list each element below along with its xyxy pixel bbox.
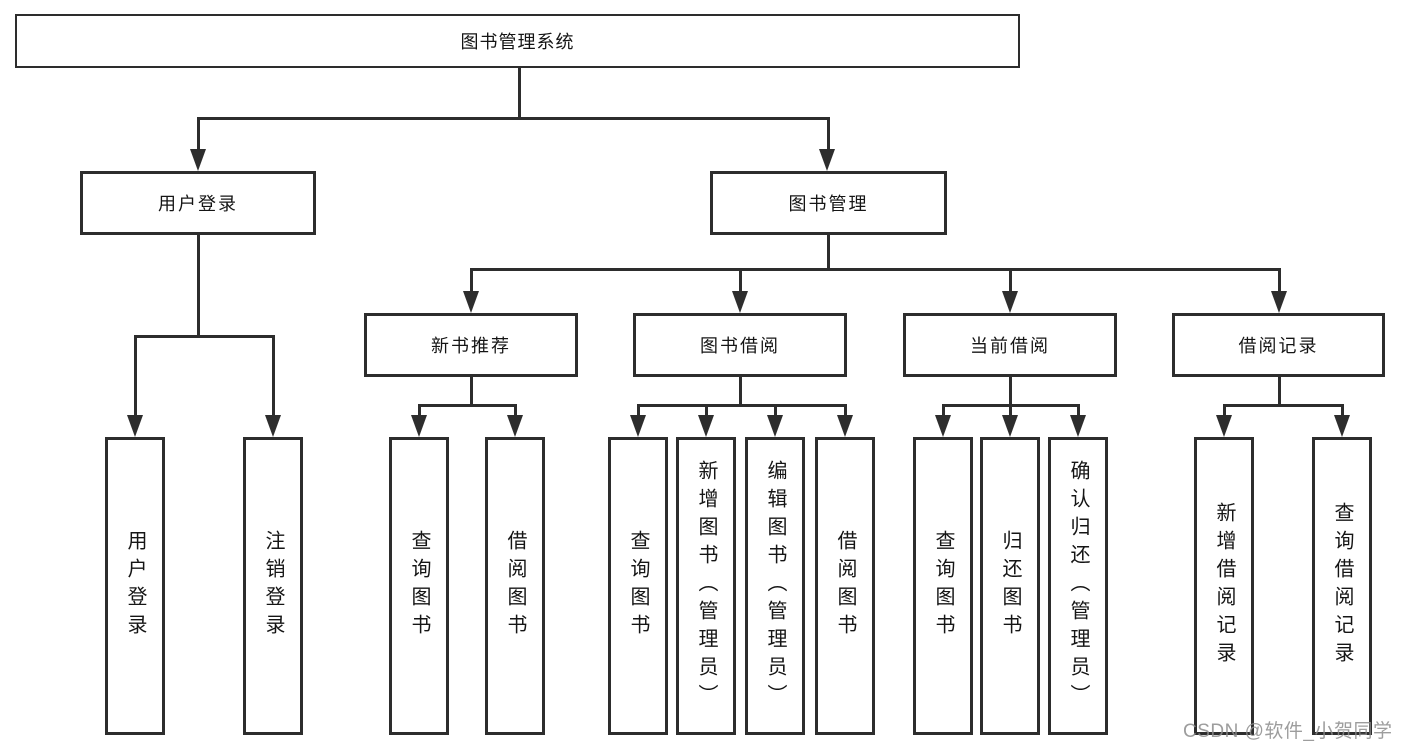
leaf-add-borrow-record: 新增借阅记录 <box>1194 437 1254 735</box>
arrowhead-down-icon <box>190 149 206 171</box>
connector-line <box>1009 404 1012 417</box>
connector-line <box>1278 375 1281 406</box>
connector-line <box>844 404 847 417</box>
arrowhead-down-icon <box>767 415 783 437</box>
node-label: 查询图书 <box>932 530 954 642</box>
connector-line <box>942 404 945 417</box>
arrowhead-down-icon <box>463 291 479 313</box>
connector-line <box>418 404 421 417</box>
connector-line <box>470 375 473 406</box>
leaf-user-login: 用户登录 <box>105 437 165 735</box>
arrowhead-down-icon <box>1334 415 1350 437</box>
arrowhead-down-icon <box>127 415 143 437</box>
node-new-book-recommend: 新书推荐 <box>364 313 578 377</box>
node-label: 查询借阅记录 <box>1331 502 1353 670</box>
node-book-borrow: 图书借阅 <box>633 313 847 377</box>
leaf-query-borrow-record: 查询借阅记录 <box>1312 437 1372 735</box>
connector-line <box>637 404 847 407</box>
arrowhead-down-icon <box>1070 415 1086 437</box>
node-label: 用户登录 <box>124 530 146 642</box>
connector-line <box>272 335 275 417</box>
node-label: 编辑图书（管理员） <box>764 460 786 712</box>
connector-line <box>1223 404 1344 407</box>
node-book-management: 图书管理 <box>710 171 947 235</box>
connector-line <box>197 117 830 120</box>
leaf-confirm-return-admin: 确认归还（管理员） <box>1048 437 1108 735</box>
node-current-borrow: 当前借阅 <box>903 313 1117 377</box>
node-label: 借阅图书 <box>504 530 526 642</box>
node-label: 查询图书 <box>627 530 649 642</box>
connector-line <box>1341 404 1344 417</box>
connector-line <box>418 404 517 407</box>
connector-line <box>518 68 521 120</box>
csdn-watermark: CSDN @软件_小贺同学 <box>1183 721 1393 742</box>
node-library-management-system: 图书管理系统 <box>15 14 1020 68</box>
connector-line <box>1223 404 1226 417</box>
connector-line <box>827 117 830 151</box>
connector-line <box>705 404 708 417</box>
connector-line <box>134 335 275 338</box>
connector-line <box>1009 268 1012 293</box>
connector-line <box>197 117 200 151</box>
node-borrow-record: 借阅记录 <box>1172 313 1385 377</box>
node-label: 新书推荐 <box>431 336 511 356</box>
leaf-add-book-admin: 新增图书（管理员） <box>676 437 736 735</box>
connector-line <box>739 375 742 406</box>
node-label: 图书借阅 <box>700 336 780 356</box>
connector-line <box>827 234 830 271</box>
arrowhead-down-icon <box>1002 415 1018 437</box>
connector-line <box>1278 268 1281 293</box>
arrowhead-down-icon <box>819 149 835 171</box>
node-label: 新增图书（管理员） <box>695 460 717 712</box>
arrowhead-down-icon <box>1216 415 1232 437</box>
arrowhead-down-icon <box>837 415 853 437</box>
leaf-query-book-current: 查询图书 <box>913 437 973 735</box>
leaf-query-book-recommend: 查询图书 <box>389 437 449 735</box>
leaf-query-book-borrow: 查询图书 <box>608 437 668 735</box>
connector-line <box>774 404 777 417</box>
leaf-logout: 注销登录 <box>243 437 303 735</box>
arrowhead-down-icon <box>1271 291 1287 313</box>
node-label: 用户登录 <box>158 194 238 214</box>
node-label: 归还图书 <box>999 530 1021 642</box>
arrowhead-down-icon <box>265 415 281 437</box>
arrowhead-down-icon <box>507 415 523 437</box>
node-label: 当前借阅 <box>970 336 1050 356</box>
connector-line <box>1009 375 1012 406</box>
node-label: 新增借阅记录 <box>1213 502 1235 670</box>
node-label: 借阅图书 <box>834 530 856 642</box>
leaf-borrow-book: 借阅图书 <box>815 437 875 735</box>
leaf-edit-book-admin: 编辑图书（管理员） <box>745 437 805 735</box>
leaf-return-book: 归还图书 <box>980 437 1040 735</box>
arrowhead-down-icon <box>732 291 748 313</box>
connector-line <box>637 404 640 417</box>
leaf-borrow-book-recommend: 借阅图书 <box>485 437 545 735</box>
node-label: 图书管理 <box>788 194 869 214</box>
connector-line <box>134 335 137 417</box>
arrowhead-down-icon <box>630 415 646 437</box>
connector-line <box>470 268 1281 271</box>
connector-line <box>514 404 517 417</box>
arrowhead-down-icon <box>698 415 714 437</box>
connector-line <box>739 268 742 293</box>
node-label: 确认归还（管理员） <box>1067 460 1089 712</box>
arrowhead-down-icon <box>1002 291 1018 313</box>
arrowhead-down-icon <box>411 415 427 437</box>
connector-line <box>1077 404 1080 417</box>
node-label: 借阅记录 <box>1238 336 1319 356</box>
arrowhead-down-icon <box>935 415 951 437</box>
connector-line <box>470 268 473 293</box>
node-label: 查询图书 <box>408 530 430 642</box>
node-user-login: 用户登录 <box>80 171 316 235</box>
connector-line <box>197 234 200 337</box>
node-label: 注销登录 <box>262 530 284 642</box>
node-label: 图书管理系统 <box>460 32 575 52</box>
